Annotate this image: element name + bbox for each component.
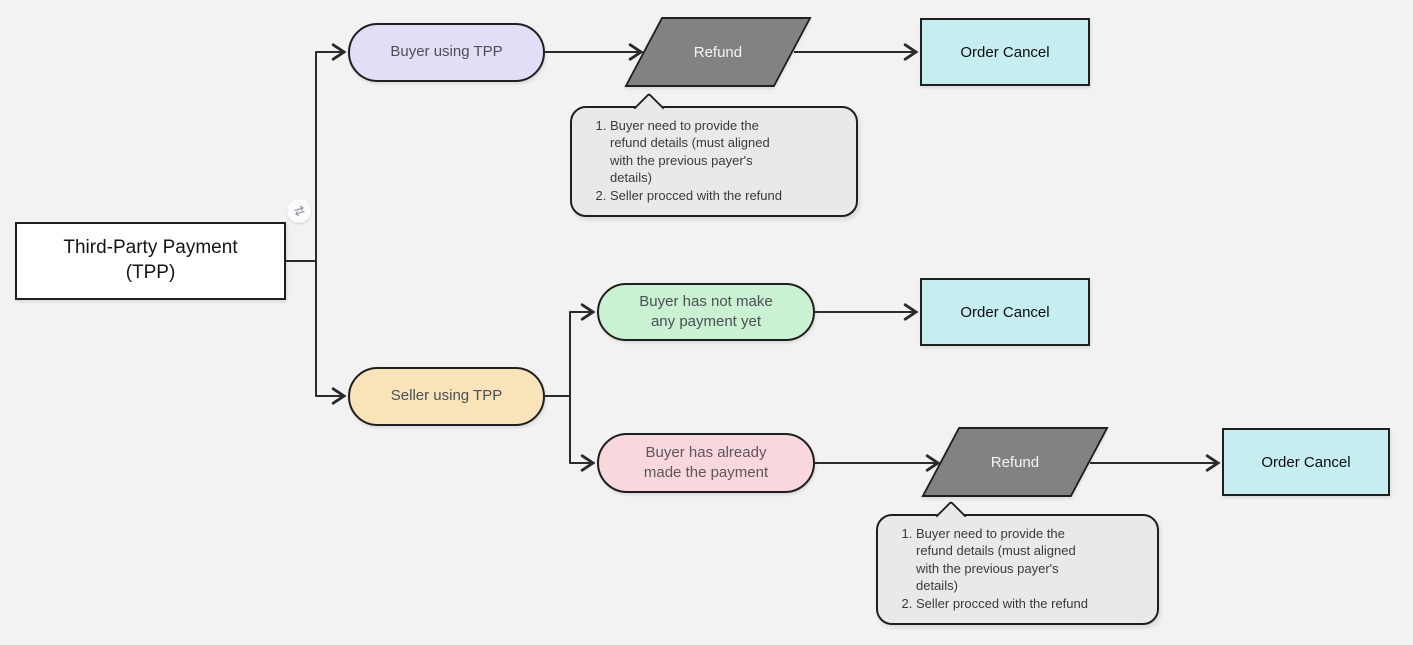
note-item: Buyer need to provide the refund details… bbox=[610, 117, 846, 187]
node-label: Buyer has already made the payment bbox=[643, 443, 769, 481]
node-label: Order Cancel bbox=[1261, 453, 1351, 471]
note-refund-steps-1[interactable]: Buyer need to provide the refund details… bbox=[570, 92, 858, 217]
node-label: Buyer using TPP bbox=[390, 43, 503, 61]
node-refund-2[interactable]: Refund bbox=[921, 427, 1109, 497]
note-item: Seller procced with the refund bbox=[610, 187, 846, 204]
node-order-cancel-2[interactable]: Order Cancel bbox=[920, 278, 1090, 346]
note-item: Buyer need to provide the refund details… bbox=[916, 525, 1147, 595]
edge-root-to-seller bbox=[286, 260, 347, 405]
node-third-party-payment[interactable]: Third-Party Payment (TPP) bbox=[15, 222, 286, 300]
node-label: Third-Party Payment (TPP) bbox=[63, 237, 238, 283]
edge-root-to-buyer bbox=[286, 43, 347, 262]
note-refund-steps-2[interactable]: Buyer need to provide the refund details… bbox=[876, 500, 1159, 625]
node-label: Buyer has not make any payment yet bbox=[639, 292, 773, 330]
node-buyer-already-paid[interactable]: Buyer has already made the payment bbox=[597, 433, 815, 493]
note-item: Seller procced with the refund bbox=[916, 595, 1147, 612]
edge-seller-to-paid bbox=[545, 395, 596, 472]
node-order-cancel-1[interactable]: Order Cancel bbox=[920, 18, 1090, 86]
branch-toggle-icon[interactable]: ⇄ bbox=[287, 199, 311, 223]
edge-seller-to-no-payment bbox=[545, 303, 596, 397]
node-label: Refund bbox=[990, 453, 1040, 471]
node-label: Seller using TPP bbox=[390, 387, 503, 405]
node-refund-1[interactable]: Refund bbox=[624, 17, 812, 87]
node-order-cancel-3[interactable]: Order Cancel bbox=[1222, 428, 1390, 496]
node-seller-using-tpp[interactable]: Seller using TPP bbox=[348, 367, 545, 426]
node-label: Order Cancel bbox=[960, 303, 1050, 321]
swap-arrows-icon: ⇄ bbox=[291, 201, 307, 220]
node-buyer-using-tpp[interactable]: Buyer using TPP bbox=[348, 23, 545, 82]
node-label: Refund bbox=[693, 43, 743, 61]
node-buyer-no-payment-yet[interactable]: Buyer has not make any payment yet bbox=[597, 283, 815, 341]
node-label: Order Cancel bbox=[960, 43, 1050, 61]
note-list: Buyer need to provide the refund details… bbox=[886, 525, 1147, 612]
note-list: Buyer need to provide the refund details… bbox=[580, 117, 846, 204]
